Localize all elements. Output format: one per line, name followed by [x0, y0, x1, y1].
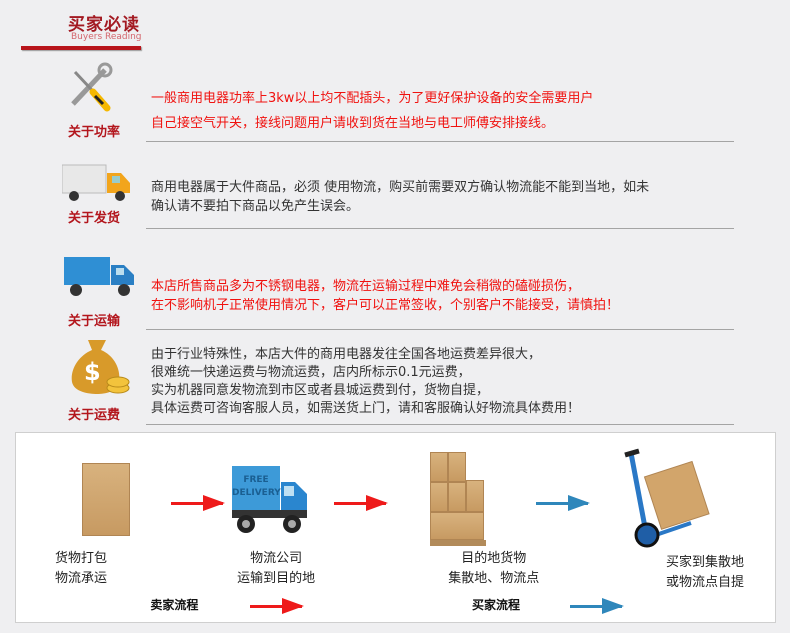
step-caption-destination: 目的地货物 集散地、物流点: [429, 549, 559, 589]
caption-line: 运输到目的地: [237, 571, 316, 586]
divider: [146, 141, 734, 142]
money-bag-icon: $: [66, 334, 132, 396]
step-caption-pickup: 买家到集散地 或物流点自提: [640, 553, 770, 593]
divider: [146, 228, 734, 229]
text-line: 实为机器同意发物流到市区或者县城运费到付，货物自提，: [151, 383, 490, 398]
step-caption-logistics: 物流公司 运输到目的地: [211, 549, 341, 589]
section-label-fee: 关于运费: [68, 408, 121, 423]
section-text-power: 一般商用电器功率上3kw以上均不配插头，为了更好保护设备的安全需要用户 自己接空…: [151, 89, 593, 133]
section-text-shipping: 商用电器属于大件商品，必须 使用物流，购买前需要双方确认物流能不能到当地，如未 …: [151, 178, 649, 216]
title-underline: [21, 46, 141, 50]
section-text-transport: 本店所售商品多为不锈钢电器，物流在运输过程中难免会稍微的磕碰损伤， 在不影响机子…: [151, 277, 619, 315]
svg-text:$: $: [84, 358, 101, 386]
legend-arrow-red: [249, 598, 304, 614]
arrow-right-red: [171, 495, 226, 511]
caption-line: 物流公司: [250, 551, 303, 566]
caption-line: 货物打包: [54, 551, 107, 566]
text-line: 具体运费可咨询客服人员，如需送货上门，请和客服确认好物流具体费用！: [151, 401, 581, 416]
section-label-shipping: 关于发货: [68, 211, 121, 226]
blue-truck-icon: [64, 255, 136, 299]
shipping-flow-panel: FREE DELIVERY 货物打包 物流承运 物流公司 运输到目的地 目的地货…: [15, 432, 776, 623]
caption-line: 买家到集散地: [665, 555, 744, 570]
caption-line: 物流承运: [54, 571, 107, 586]
section-label-power: 关于功率: [68, 125, 121, 140]
page-title: 买家必读: [68, 15, 140, 35]
text-line: 确认请不要拍下商品以免产生误会。: [151, 199, 360, 214]
page-subtitle: Buyers Reading: [71, 32, 142, 42]
truck-text: DELIVERY: [232, 488, 281, 498]
text-line: 自己接空气开关，接线问题用户请收到货在当地与电工师傅安排接线。: [151, 116, 555, 131]
text-line: 商用电器属于大件商品，必须 使用物流，购买前需要双方确认物流能不能到当地，如未: [151, 180, 650, 195]
text-line: 本店所售商品多为不锈钢电器，物流在运输过程中难免会稍微的磕碰损伤，: [151, 279, 581, 294]
divider: [146, 329, 734, 330]
legend-buyer-flow: 买家流程: [472, 598, 521, 612]
caption-line: 或物流点自提: [665, 575, 744, 590]
section-label-transport: 关于运输: [68, 314, 121, 329]
section-text-fee: 由于行业特殊性，本店大件的商用电器发往全国各地运费差异很大， 很难统一快递运费与…: [151, 346, 580, 418]
delivery-truck-icon: FREE DELIVERY: [232, 466, 310, 541]
caption-line: 目的地货物: [461, 551, 527, 566]
arrow-right-red: [334, 495, 389, 511]
divider: [146, 424, 734, 425]
arrow-right-blue: [536, 495, 590, 511]
step-caption-pack: 货物打包 物流承运: [16, 549, 146, 589]
text-line: 由于行业特殊性，本店大件的商用电器发往全国各地运费差异很大，: [151, 347, 542, 362]
legend-arrow-blue: [569, 598, 624, 614]
text-line: 很难统一快递运费与物流运费，店内所标示0.1元运费，: [151, 365, 471, 380]
truck-icon: [61, 163, 132, 203]
package-box-icon: [81, 463, 130, 536]
truck-text: FREE: [243, 475, 269, 485]
caption-line: 集散地、物流点: [448, 571, 540, 586]
tools-icon: [65, 62, 115, 112]
text-line: 在不影响机子正常使用情况下，客户可以正常签收，个别客户不能接受，请慎拍！: [151, 298, 620, 313]
legend-seller-flow: 卖家流程: [150, 598, 199, 612]
text-line: 一般商用电器功率上3kw以上均不配插头，为了更好保护设备的安全需要用户: [151, 91, 594, 106]
hand-truck-icon: [621, 443, 711, 553]
stacked-boxes-icon: [430, 452, 487, 547]
